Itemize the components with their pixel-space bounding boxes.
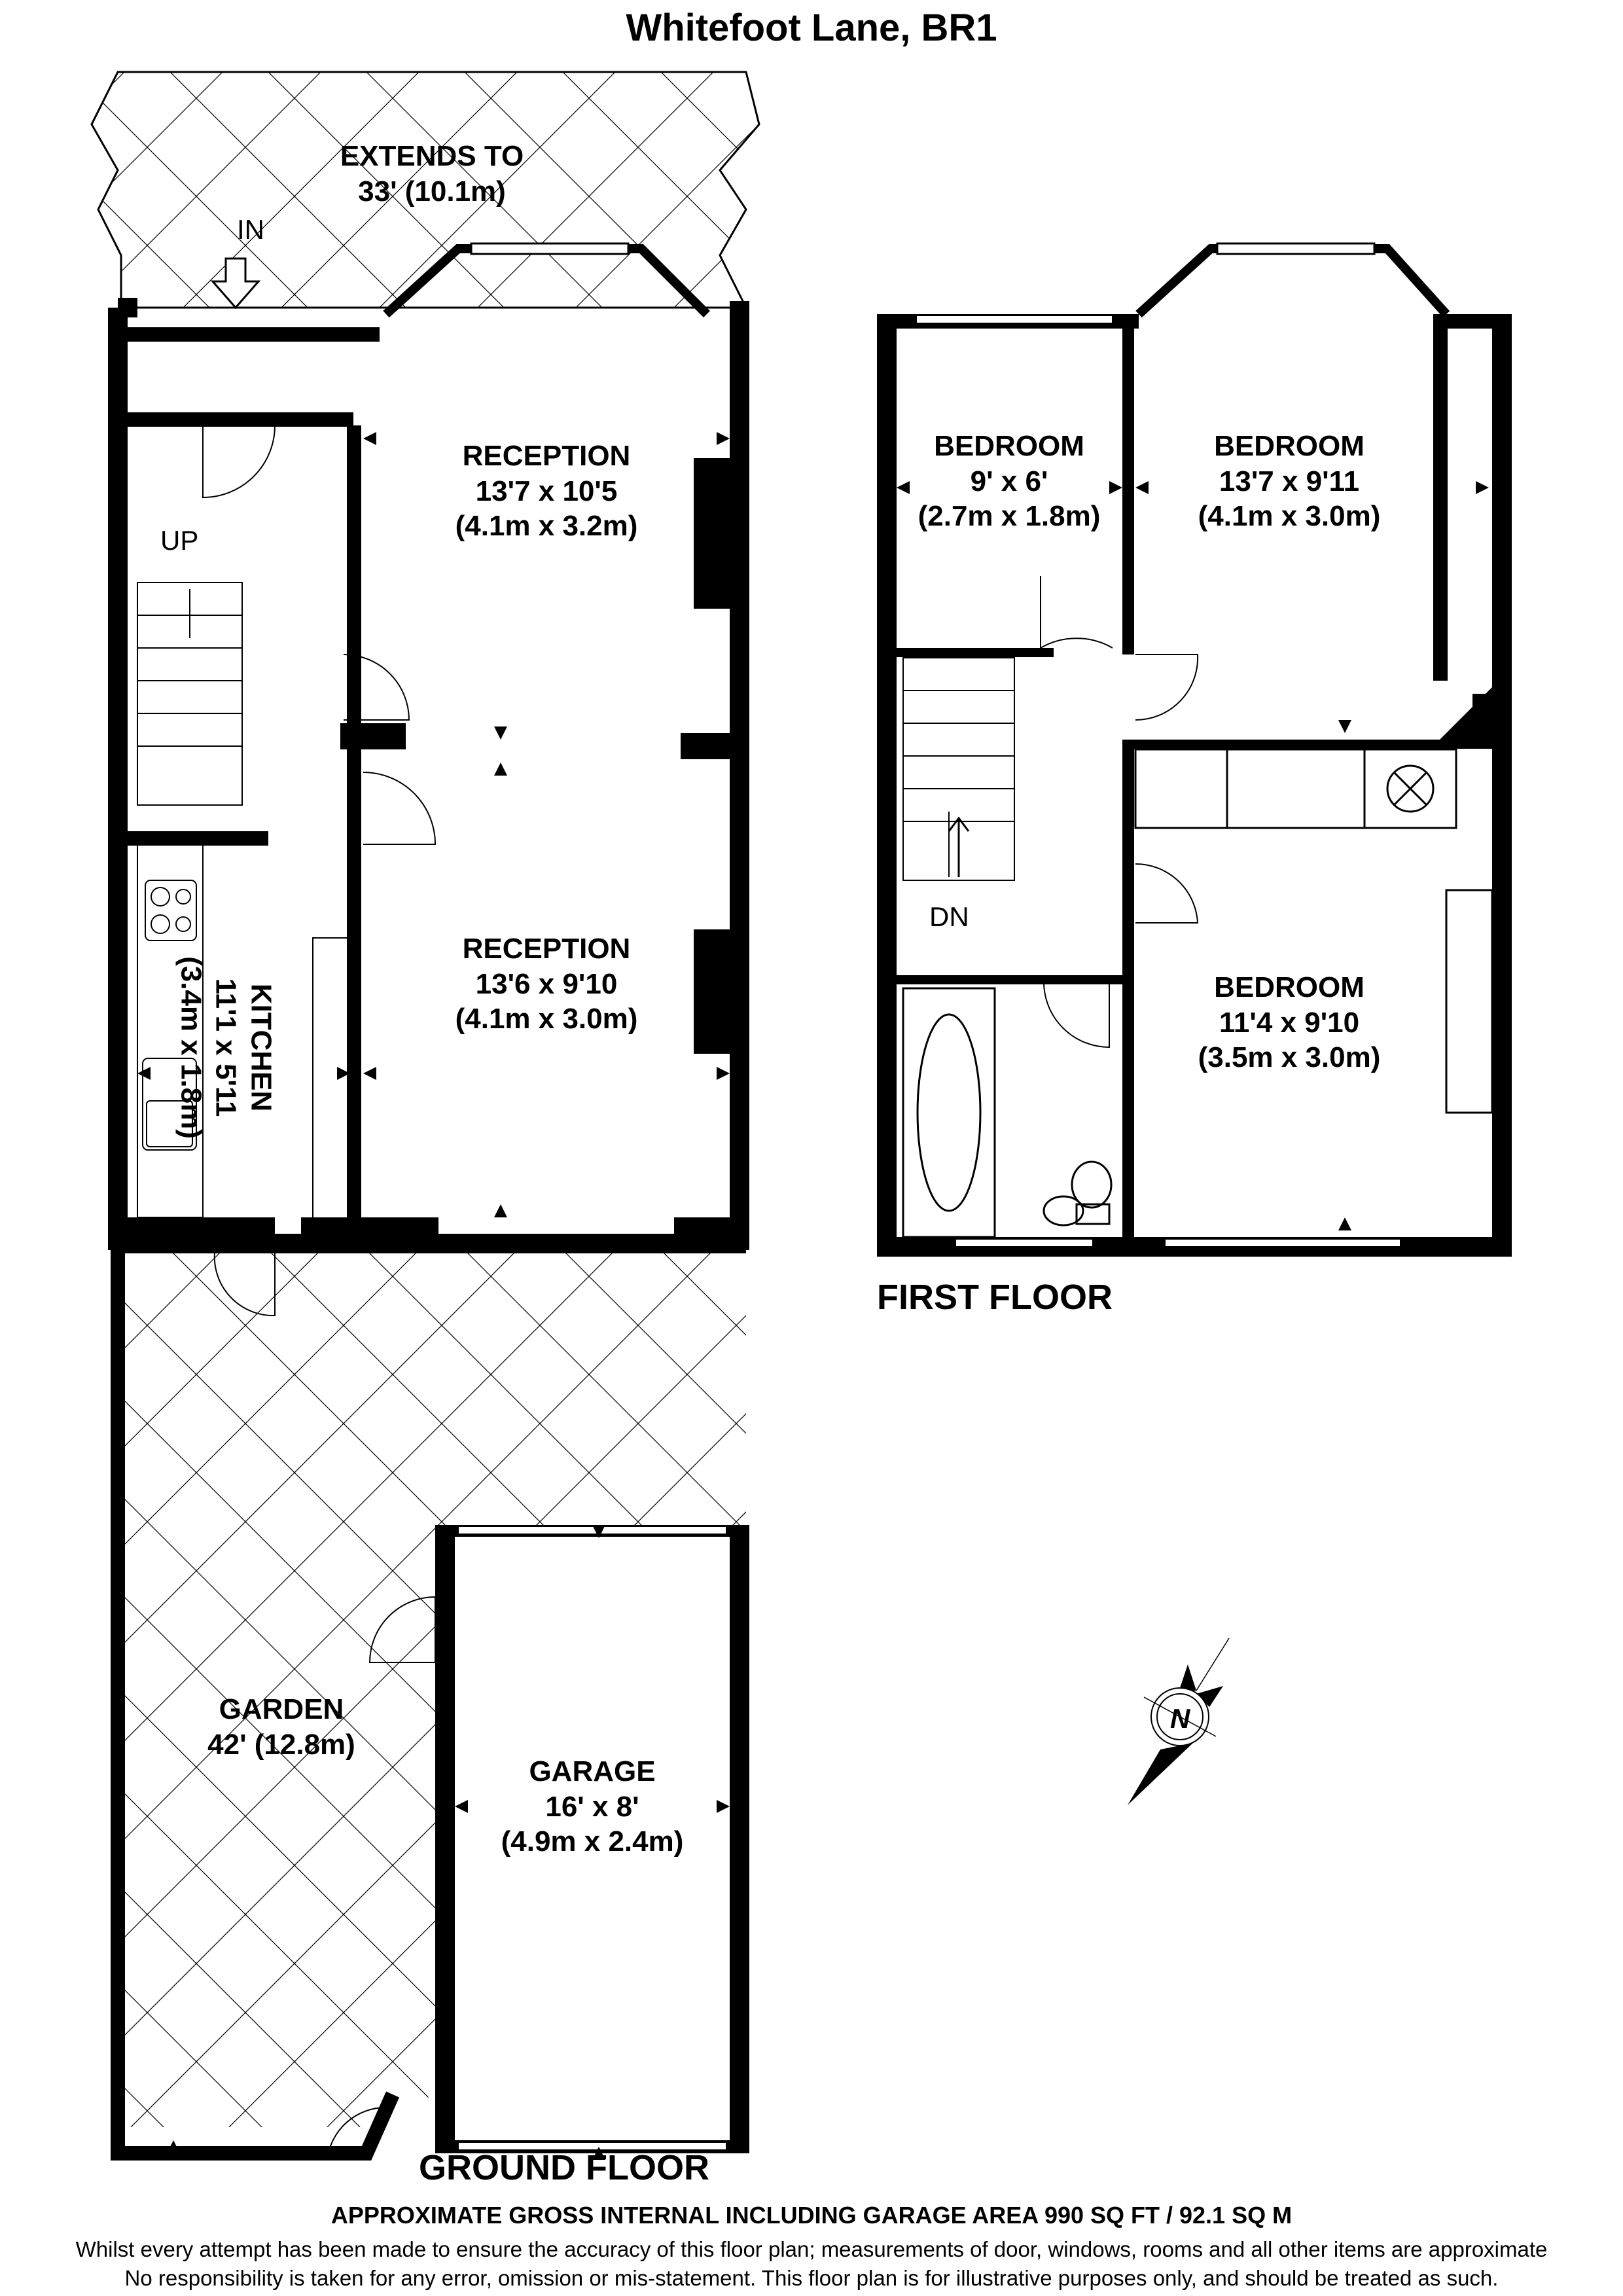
extension-line2: 33' (10.1m) xyxy=(358,175,506,207)
compass-rose-icon xyxy=(1128,1638,1230,1805)
disclaimer-line1: Whilst every attempt has been made to en… xyxy=(75,2237,1548,2261)
door-swings xyxy=(202,425,437,2161)
ground-floor-stairs xyxy=(137,582,243,806)
room-imperial: 13'7 x 9'11 xyxy=(1219,465,1360,497)
stairs-down-label: DN xyxy=(929,901,969,932)
down-arrow-icon xyxy=(948,816,970,877)
first-floor-label: FIRST FLOOR xyxy=(877,1278,1113,1317)
room-imperial: 16' x 8' xyxy=(545,1790,639,1823)
room-imperial: 11'1 x 5'11 xyxy=(209,978,242,1117)
room-metric: (4.1m x 3.0m) xyxy=(455,1003,638,1035)
wardrobes xyxy=(1134,748,1493,1114)
bay-window-first-floor xyxy=(1135,244,1450,318)
room-name: BEDROOM xyxy=(1214,971,1364,1003)
extension-line1: EXTENDS TO xyxy=(340,140,524,172)
room-name: GARDEN xyxy=(219,1693,344,1725)
room-metric: (3.4m x 1.8m) xyxy=(175,956,207,1139)
garden-boundary xyxy=(111,1244,400,2161)
room-reception-front: RECEPTION 13'6 x 9'10 (4.1m x 3.0m) xyxy=(366,931,726,1037)
room-metric: (3.5m x 3.0m) xyxy=(1198,1041,1381,1074)
room-kitchen: KITCHEN 11'1 x 5'11 (3.4m x 1.8m) xyxy=(173,920,278,1175)
first-floor-plan xyxy=(877,242,1512,1257)
room-reception-rear: RECEPTION 13'7 x 10'5 (4.1m x 3.2m) xyxy=(366,439,726,544)
room-metric: (4.1m x 3.0m) xyxy=(1198,500,1381,533)
area-summary: APPROXIMATE GROSS INTERNAL INCLUDING GAR… xyxy=(330,2202,1293,2229)
compass-letter: N xyxy=(1170,1703,1190,1734)
first-floor-doors xyxy=(1040,576,1199,1049)
garage-structure xyxy=(435,1525,749,2153)
room-imperial: 11'4 x 9'10 xyxy=(1219,1006,1360,1039)
first-floor-dimension-markers xyxy=(897,481,1489,1230)
entrance-arrow-icon xyxy=(210,257,261,310)
room-metric: (2.7m x 1.8m) xyxy=(918,500,1101,533)
garden-area xyxy=(118,1237,746,2127)
room-bedroom-front: BEDROOM 11'4 x 9'10 (3.5m x 3.0m) xyxy=(1139,970,1440,1075)
room-name: RECEPTION xyxy=(462,933,631,965)
kitchen-units xyxy=(137,844,353,1220)
ground-floor-label: GROUND FLOOR xyxy=(419,2148,709,2187)
room-bedroom-small: BEDROOM 9' x 6' (2.7m x 1.8m) xyxy=(898,429,1120,534)
room-imperial: 42' (12.8m) xyxy=(207,1728,355,1761)
room-metric: (4.1m x 3.2m) xyxy=(455,510,638,543)
stairs-up-label: UP xyxy=(160,525,199,556)
room-bedroom-bay: BEDROOM 13'7 x 9'11 (4.1m x 3.0m) xyxy=(1139,429,1440,534)
first-floor-stairs xyxy=(902,657,1015,881)
room-garage: GARAGE 16' x 8' (4.9m x 2.4m) xyxy=(458,1754,726,1859)
room-metric: (4.9m x 2.4m) xyxy=(501,1825,684,1858)
page-title: Whitefoot Lane, BR1 xyxy=(626,7,997,49)
disclaimer-line2: No responsibility is taken for any error… xyxy=(124,2266,1499,2290)
room-name: BEDROOM xyxy=(1214,430,1364,462)
bathroom-fixtures xyxy=(902,987,1113,1238)
entrance-label: IN xyxy=(237,214,264,245)
room-name: BEDROOM xyxy=(934,430,1084,462)
room-name: GARAGE xyxy=(529,1755,656,1787)
ground-floor-plan xyxy=(90,71,760,2161)
extension-label: EXTENDS TO 33' (10.1m) xyxy=(288,139,576,209)
room-imperial: 13'6 x 9'10 xyxy=(475,967,618,1000)
dimension-markers xyxy=(137,432,730,2160)
room-garden: GARDEN 42' (12.8m) xyxy=(164,1692,399,1762)
room-name: RECEPTION xyxy=(462,440,631,472)
room-imperial: 9' x 6' xyxy=(970,465,1048,497)
room-name: KITCHEN xyxy=(245,983,277,1112)
room-imperial: 13'7 x 10'5 xyxy=(475,475,618,507)
